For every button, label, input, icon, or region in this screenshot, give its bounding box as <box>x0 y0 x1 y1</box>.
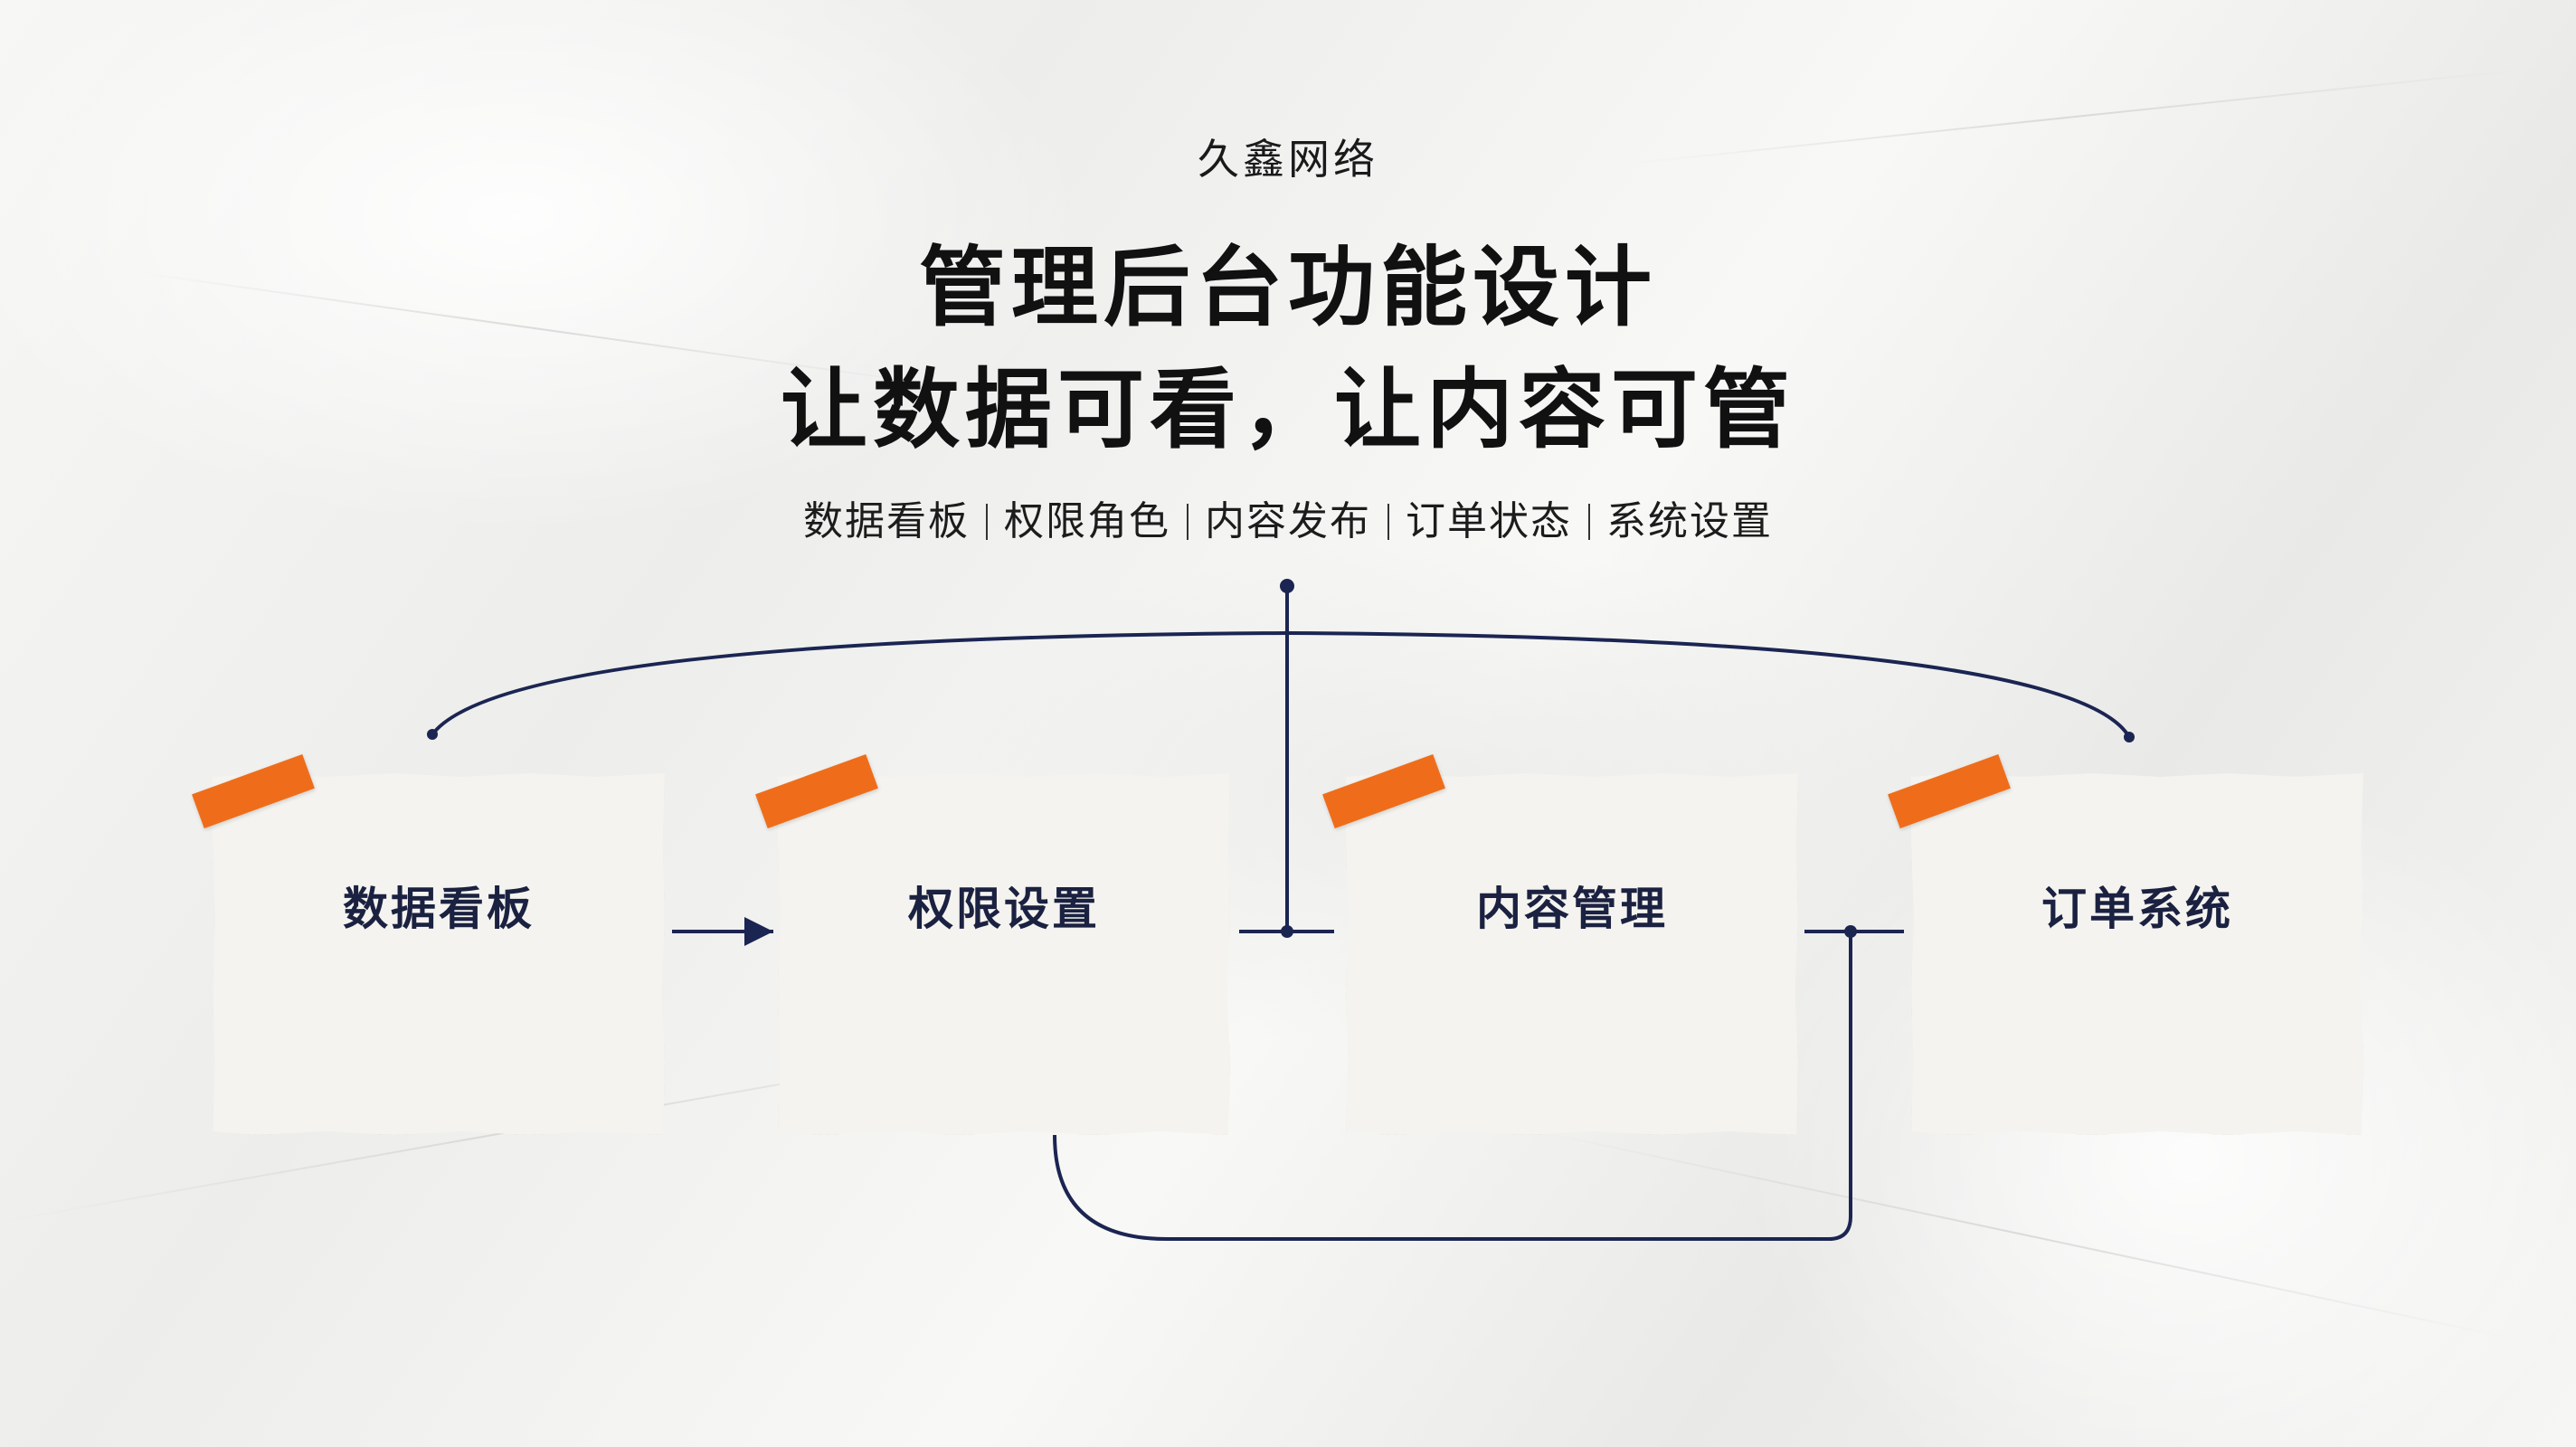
arc-endpoint-dot <box>427 729 438 740</box>
feature-tag: 系统设置 <box>1606 498 1773 544</box>
module-title: 内容管理 <box>1476 883 1668 935</box>
page-title: 管理后台功能设计 <box>919 237 1657 338</box>
module-card-orders: 订单系统 <box>1911 773 2363 1135</box>
module-card-content: 内容管理 <box>1346 773 1798 1135</box>
feature-tag: 数据看板 <box>803 498 970 544</box>
arc-endpoint-dot <box>2124 732 2135 742</box>
feature-tag: 内容发布 <box>1205 498 1371 544</box>
tag-separator <box>1588 504 1590 540</box>
bottom-loop-connector <box>1053 932 1852 1241</box>
feature-tags: 数据看板权限角色内容发布订单状态系统设置 <box>0 488 2576 546</box>
module-card-permissions: 权限设置 <box>778 773 1230 1135</box>
vertical-top-dot <box>1280 579 1294 593</box>
module-title: 订单系统 <box>2041 883 2233 935</box>
page-subtitle: 让数据可看，让内容可管 <box>781 359 1795 460</box>
module-title: 权限设置 <box>908 883 1100 935</box>
feature-tag: 订单状态 <box>1406 498 1572 544</box>
brand-name: 久鑫网络 <box>1198 135 1378 184</box>
module-card-dashboard: 数据看板 <box>213 773 665 1135</box>
top-arc-connector <box>431 630 2131 739</box>
module-title: 数据看板 <box>343 883 535 935</box>
tag-separator <box>1187 504 1189 540</box>
tag-separator <box>986 504 988 540</box>
tag-separator <box>1387 504 1389 540</box>
feature-tag: 权限角色 <box>1004 498 1170 544</box>
